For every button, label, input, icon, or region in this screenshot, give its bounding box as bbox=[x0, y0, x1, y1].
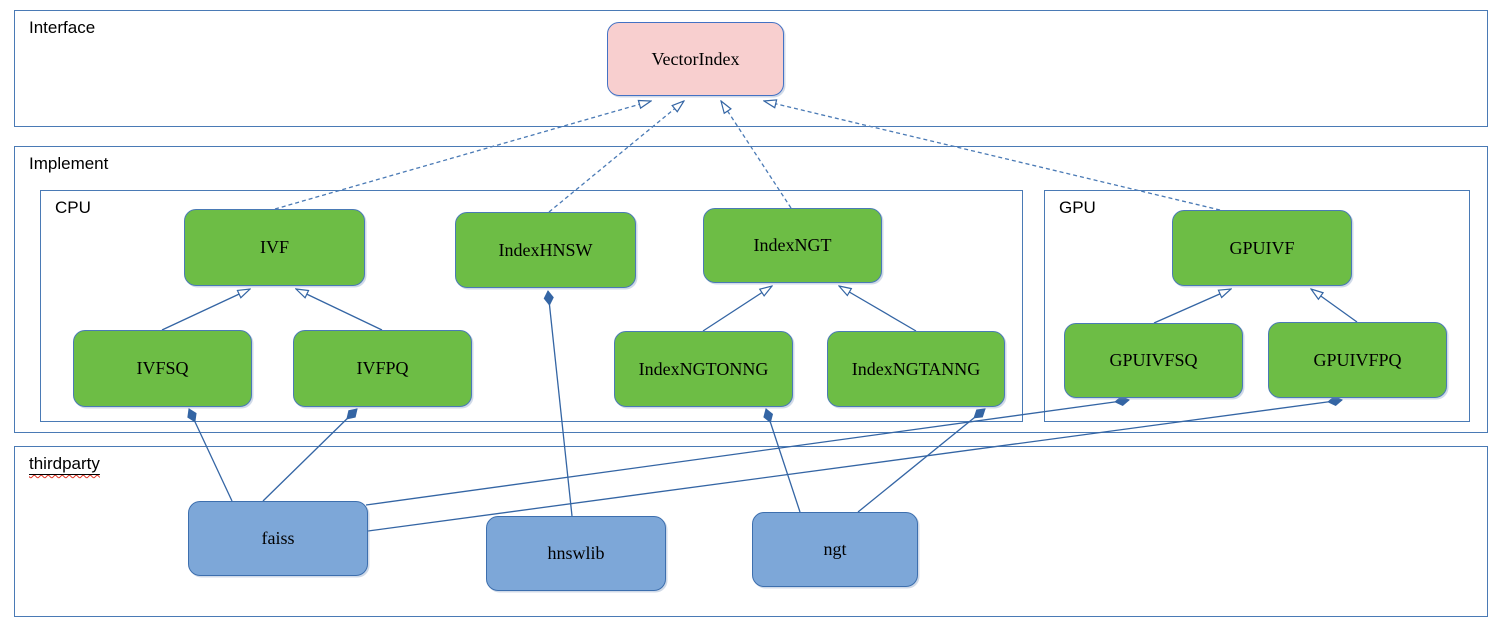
node-gpuivfsq-label: GPUIVFSQ bbox=[1109, 350, 1198, 370]
node-indexhnsw-label: IndexHNSW bbox=[498, 239, 593, 260]
node-ivfsq-label: IVFSQ bbox=[136, 358, 189, 378]
node-indexngtanng[interactable]: IndexNGTANNG bbox=[827, 331, 1005, 407]
node-ivfpq[interactable]: IVFPQ bbox=[293, 330, 472, 407]
node-indexhnsw[interactable]: IndexHNSW bbox=[455, 212, 636, 288]
container-thirdparty-label: thirdparty bbox=[29, 454, 100, 474]
node-gpuivfpq[interactable]: GPUIVFPQ bbox=[1268, 322, 1447, 398]
container-thirdparty-label-text: thirdparty bbox=[29, 454, 100, 473]
node-faiss-label: faiss bbox=[261, 528, 295, 548]
node-ivfsq[interactable]: IVFSQ bbox=[73, 330, 252, 407]
node-hnswlib-label: hnswlib bbox=[547, 543, 605, 563]
node-gpuivfpq-label: GPUIVFPQ bbox=[1313, 349, 1402, 370]
node-gpuivfsq[interactable]: GPUIVFSQ bbox=[1064, 323, 1243, 398]
node-vectorindex-label: VectorIndex bbox=[651, 48, 740, 69]
container-interface-label: Interface bbox=[29, 18, 96, 37]
node-indexngtonng-label: IndexNGTONNG bbox=[638, 358, 769, 379]
node-vectorindex[interactable]: VectorIndex bbox=[607, 22, 784, 96]
node-indexngtanng-label: IndexNGTANNG bbox=[851, 358, 981, 379]
node-hnswlib[interactable]: hnswlib bbox=[486, 516, 666, 591]
container-implement-label: Implement bbox=[29, 154, 109, 173]
node-indexngtonng[interactable]: IndexNGTONNG bbox=[614, 331, 793, 407]
node-indexngt[interactable]: IndexNGT bbox=[703, 208, 882, 283]
node-gpuivf-label: GPUIVF bbox=[1229, 237, 1295, 258]
node-faiss[interactable]: faiss bbox=[188, 501, 368, 576]
node-ivfpq-label: IVFPQ bbox=[356, 358, 409, 378]
node-indexngt-label: IndexNGT bbox=[753, 235, 832, 255]
node-ivf-label: IVF bbox=[259, 237, 289, 257]
node-gpuivf[interactable]: GPUIVF bbox=[1172, 210, 1352, 286]
node-ivf[interactable]: IVF bbox=[184, 209, 365, 286]
container-cpu-label: CPU bbox=[55, 198, 91, 217]
container-gpu-label: GPU bbox=[1059, 198, 1096, 217]
node-ngt[interactable]: ngt bbox=[752, 512, 918, 587]
node-ngt-label: ngt bbox=[823, 539, 847, 559]
